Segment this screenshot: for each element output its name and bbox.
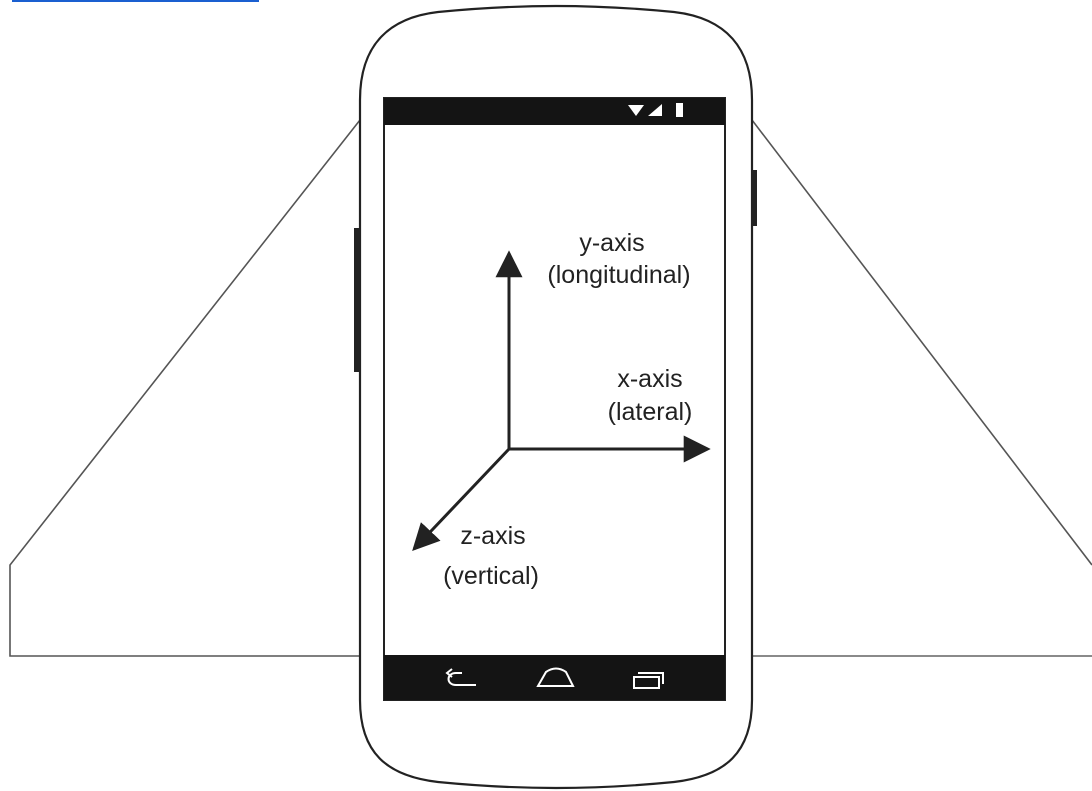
left-support-outline [9, 119, 361, 657]
z-axis-label: z-axis [460, 522, 525, 550]
y-axis-label: y-axis [579, 229, 644, 257]
z-axis-arrow [412, 447, 511, 551]
x-axis-label: x-axis [617, 365, 682, 393]
right-support-outline [751, 119, 1092, 566]
status-bar [384, 98, 725, 125]
phone-screen [383, 97, 726, 701]
wifi-icon [628, 105, 644, 116]
recents-icon[interactable] [633, 672, 664, 689]
back-icon[interactable] [445, 668, 476, 686]
cell-signal-icon [648, 104, 662, 116]
y-axis-sublabel: (longitudinal) [547, 261, 690, 289]
home-icon[interactable] [536, 667, 575, 687]
power-button [752, 170, 757, 226]
top-link-underline[interactable] [12, 0, 259, 2]
battery-icon [676, 103, 683, 117]
x-axis-sublabel: (lateral) [608, 398, 693, 426]
volume-button [354, 228, 360, 372]
nav-bar [384, 655, 725, 700]
z-axis-sublabel: (vertical) [443, 562, 539, 590]
